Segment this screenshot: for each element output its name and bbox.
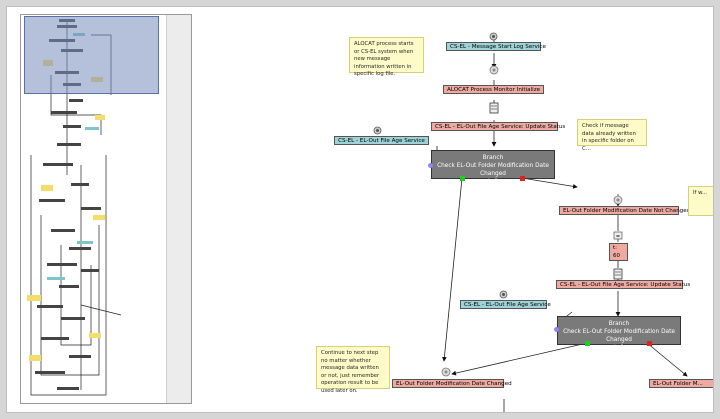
in-port[interactable] xyxy=(428,163,433,168)
true-port[interactable] xyxy=(460,176,465,181)
file-age-service-node-2[interactable]: CS-EL - EL-Out File Age Service xyxy=(460,300,551,309)
note-partial-right[interactable]: If w... xyxy=(688,186,714,216)
timer-icon: = xyxy=(613,231,623,240)
gear-icon-3 xyxy=(441,367,451,377)
true-port-2[interactable] xyxy=(585,341,590,346)
branch-condition: Check EL-Out Folder Modification Date Ch… xyxy=(437,163,549,177)
start-event-icon-3[interactable] xyxy=(499,290,508,299)
workflow-canvas[interactable]: CS-EL - Message Start Log Service ALOCAT… xyxy=(192,6,714,413)
overview-panel[interactable] xyxy=(20,14,192,404)
gear-icon xyxy=(489,65,499,75)
date-changed-node[interactable]: EL-Out Folder Modification Date Changed xyxy=(392,379,512,388)
branch-counter-2: t: 0 xyxy=(614,345,624,351)
document-icon-2 xyxy=(613,268,623,280)
svg-text:=: = xyxy=(616,234,620,240)
update-status-node-2[interactable]: CS-EL - EL-Out File Age Service: Update … xyxy=(556,280,690,289)
document-icon xyxy=(489,102,499,114)
date-not-changed-node[interactable]: EL-Out Folder Modification Date Not Chan… xyxy=(559,206,690,215)
branch-node-2[interactable]: Branch Check EL-Out Folder Modification … xyxy=(557,316,681,351)
branch-title-2: Branch xyxy=(608,321,630,327)
message-start-log-service-node[interactable]: CS-EL - Message Start Log Service xyxy=(446,42,546,51)
date-changed-node-right[interactable]: EL-Out Folder M... xyxy=(649,379,714,388)
note-check-message[interactable]: Check if message data already written in… xyxy=(577,119,647,152)
in-port-2[interactable] xyxy=(554,327,559,332)
process-monitor-initialize-node[interactable]: ALOCAT Process Monitor Initialize xyxy=(443,85,544,94)
branch-node-1[interactable]: Branch Check EL-Out Folder Modification … xyxy=(431,150,555,185)
branch-condition-2: Check EL-Out Folder Modification Date Ch… xyxy=(563,329,675,343)
branch-counter: t: 0 xyxy=(488,179,498,185)
wait-counter-node[interactable]: t: 60 xyxy=(609,243,628,261)
false-port-2[interactable] xyxy=(647,341,652,346)
start-event-icon[interactable] xyxy=(489,32,498,41)
note-alocat-start[interactable]: ALOCAT process starts or CS-EL system wh… xyxy=(349,37,424,77)
start-event-icon-2[interactable] xyxy=(373,126,382,135)
overview-viewport-box[interactable] xyxy=(24,16,159,94)
note-continue[interactable]: Continue to next step no matter whether … xyxy=(316,346,390,394)
overview-scrollbar[interactable] xyxy=(166,15,191,403)
false-port[interactable] xyxy=(520,176,525,181)
update-status-node-1[interactable]: CS-EL - EL-Out File Age Service: Update … xyxy=(431,122,565,131)
gear-icon-2 xyxy=(613,195,623,205)
file-age-service-node-1[interactable]: CS-EL - EL-Out File Age Service xyxy=(334,136,429,145)
branch-title: Branch xyxy=(482,155,504,161)
